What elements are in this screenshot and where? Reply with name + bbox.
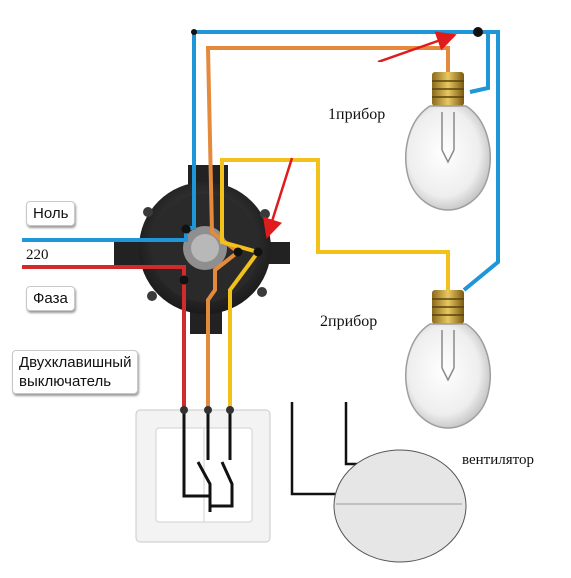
connection-points: [179, 27, 483, 285]
pointer-arrow-box: [262, 157, 294, 239]
fan-wires: [290, 402, 360, 496]
lamp-2-icon: [405, 290, 491, 429]
device1-label: 1прибор: [328, 106, 386, 123]
switch-label: Двухклавишный выключатель: [12, 350, 139, 394]
fan-icon: [333, 449, 467, 563]
neutral-wire-lamp1: [469, 30, 490, 94]
neutral-label: Ноль: [26, 201, 76, 226]
voltage-label: 220: [26, 247, 49, 263]
neutral-wire-lamp2: [462, 30, 500, 292]
double-switch-icon: [135, 406, 271, 543]
pointer-arrow-top: [377, 31, 457, 64]
device1-label-panel: [232, 62, 402, 150]
phase-label: Фаза: [26, 286, 75, 311]
junction-box: [114, 165, 290, 334]
fan-label: вентилятор: [462, 452, 535, 468]
device2-label-panel: [264, 300, 404, 380]
device2-label: 2прибор: [320, 313, 378, 330]
lamp-1-icon: [405, 72, 491, 211]
switched-wire-2: [220, 158, 450, 410]
